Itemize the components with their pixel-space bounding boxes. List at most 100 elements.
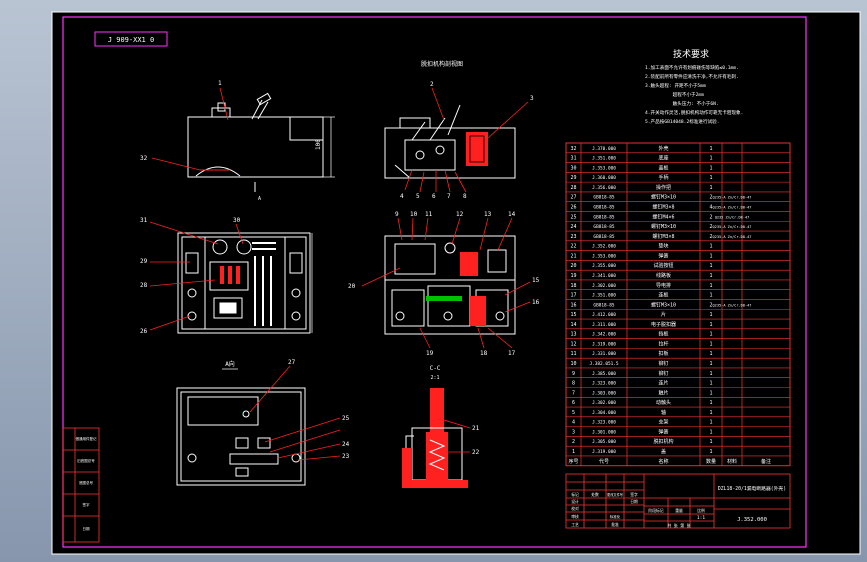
section-link-2	[429, 117, 446, 141]
parts-table-cell: 操作把	[656, 184, 671, 191]
parts-table-cell: 2	[709, 214, 712, 220]
parts-table-cell: 13	[570, 332, 576, 338]
parts-table-cell: 1	[572, 449, 575, 455]
balloon-section-3: 3	[530, 95, 534, 102]
parts-table-cell: 支架	[658, 419, 668, 426]
parts-table-cell: 挡板	[658, 331, 668, 338]
title-label-process: 工艺	[571, 522, 579, 527]
bottom-view-slot-1	[235, 437, 249, 449]
parts-table-cell: J.323.000	[592, 381, 616, 387]
internal-coil	[460, 252, 478, 276]
parts-table-cell: 1	[709, 244, 712, 250]
title-label-check: 校对	[571, 506, 579, 511]
parts-table-cell: 1	[709, 390, 712, 396]
parts-table-cell: 1	[709, 381, 712, 387]
balloon-internal-17: 17	[508, 350, 516, 357]
parts-table-cell: 3	[572, 429, 575, 435]
parts-table-cell: 拉杆	[658, 340, 668, 347]
parts-table-cell: 4	[572, 420, 575, 426]
parts-table-cell: 1	[709, 332, 712, 338]
parts-table-cell: J.342.000	[592, 332, 616, 338]
title-stage-scale: 比例	[697, 508, 705, 513]
parts-table-cell: J.341.000	[592, 273, 616, 279]
parts-table-cell: 试验按钮	[653, 262, 673, 269]
section-link-1	[411, 121, 426, 141]
parts-table-cell: 2	[572, 439, 575, 445]
outer-frame	[51, 11, 861, 555]
parts-table-cell: 垫块	[658, 243, 668, 250]
parts-table-cell: 1	[709, 253, 712, 259]
parts-table-cell: J.304.000	[592, 410, 616, 416]
balloon-internal-14: 14	[508, 211, 516, 218]
tech-requirement-line: 2.装配前所有零件应清洗干净,不允许有毛刺.	[645, 73, 739, 80]
parts-table-cell: GB818-85	[593, 205, 615, 211]
parts-table-cell: 1	[709, 185, 712, 191]
parts-table-cell: 1	[709, 146, 712, 152]
parts-table-cell: 8	[572, 381, 575, 387]
parts-table-cell: 19	[570, 273, 576, 279]
parts-table-cell: 17	[570, 293, 576, 299]
front-view-step	[289, 117, 323, 141]
balloon-plan-31: 31	[140, 217, 148, 224]
tech-requirements-list: 1.加工表面不允许有划痕碰伤等缺陷≤0.1mm. 2.装配前所有零件应清洗干净,…	[645, 64, 743, 125]
plan-view-terminal-left	[185, 252, 199, 274]
parts-table-cell: 片	[661, 311, 666, 318]
plan-view-switch-lever	[219, 302, 237, 314]
parts-table-cell: 14	[570, 322, 576, 328]
parts-table-cell: Q235-A Zn/Cr.D8-47	[713, 303, 752, 307]
sheet-background	[52, 12, 860, 554]
plan-view-labels	[220, 242, 276, 326]
front-view-boss	[211, 107, 231, 117]
leader-part-1	[219, 87, 229, 121]
bottom-view-title: A向	[225, 360, 235, 368]
plan-view-screw-4	[291, 311, 301, 321]
parts-table-cell: 扣板	[658, 350, 668, 357]
parts-table-cell: 10	[570, 361, 576, 367]
parts-table-cell: 轴	[661, 409, 666, 416]
section-view-boss	[399, 117, 431, 128]
tech-requirement-line: 1.加工表面不允许有划痕碰伤等缺陷≤0.1mm.	[645, 64, 739, 71]
plan-view-screw-1	[187, 288, 197, 298]
inner-frame	[62, 16, 807, 548]
section-coil-hatch	[466, 132, 488, 166]
tech-requirement-line: 3.触头超程: 开距不小于5mm	[645, 82, 706, 89]
parts-table-cell: J.353.000	[592, 165, 616, 171]
parts-table-cell: J.353.000	[592, 253, 616, 259]
title-block-product: DZL18-20/1漏电断路器(外壳)	[718, 485, 786, 492]
parts-table-header: 序号	[568, 458, 578, 465]
section-cc-scale: 2:1	[430, 375, 439, 381]
parts-table-cell: 1	[709, 410, 712, 416]
parts-table-cell: 1	[709, 371, 712, 377]
parts-table-cell: J.323.000	[592, 420, 616, 426]
bottom-view-bar	[229, 453, 279, 465]
front-view-handle-grip	[256, 92, 272, 106]
title-block	[565, 473, 791, 529]
parts-table-cell: 7	[572, 390, 575, 396]
parts-table-cell: J.303.000	[592, 390, 616, 396]
internal-terminal-left	[391, 289, 425, 327]
parts-table-cell: J.301.000	[592, 429, 616, 435]
parts-table-cell: 触片	[658, 389, 668, 396]
parts-table-cell: J.351.000	[592, 293, 616, 299]
bottom-view-label-area	[187, 396, 259, 426]
parts-table-cell: 螺钉M3×8	[652, 204, 674, 211]
plan-leaders	[149, 221, 244, 331]
parts-table-cell: Q235-A Zn/Cr.D8-47	[713, 225, 752, 229]
parts-table-cell: 螺钉M3×10	[651, 223, 676, 230]
parts-table-cell: Q235-A Zn/Cr.D8-47	[713, 206, 752, 210]
bottom-view-slot-2	[257, 437, 271, 449]
balloon-internal-13: 13	[484, 211, 492, 218]
internal-view	[384, 235, 516, 335]
parts-table-cell: 螺钉M3×10	[651, 301, 676, 308]
title-label-standard: 标准化	[610, 514, 621, 519]
bottom-view-body	[176, 387, 306, 486]
parts-table-cell: 20	[570, 263, 576, 269]
balloon-internal-10: 10	[410, 211, 418, 218]
parts-table-cell: 螺钉M3×10	[651, 194, 676, 201]
parts-table-cell: J.370.000	[592, 146, 616, 152]
parts-table-cell: 1	[709, 439, 712, 445]
balloon-internal-19: 19	[426, 350, 434, 357]
plan-view-terminal-right	[289, 252, 303, 274]
parts-table-cell: J.302.000	[592, 400, 616, 406]
internal-contact	[487, 249, 507, 273]
